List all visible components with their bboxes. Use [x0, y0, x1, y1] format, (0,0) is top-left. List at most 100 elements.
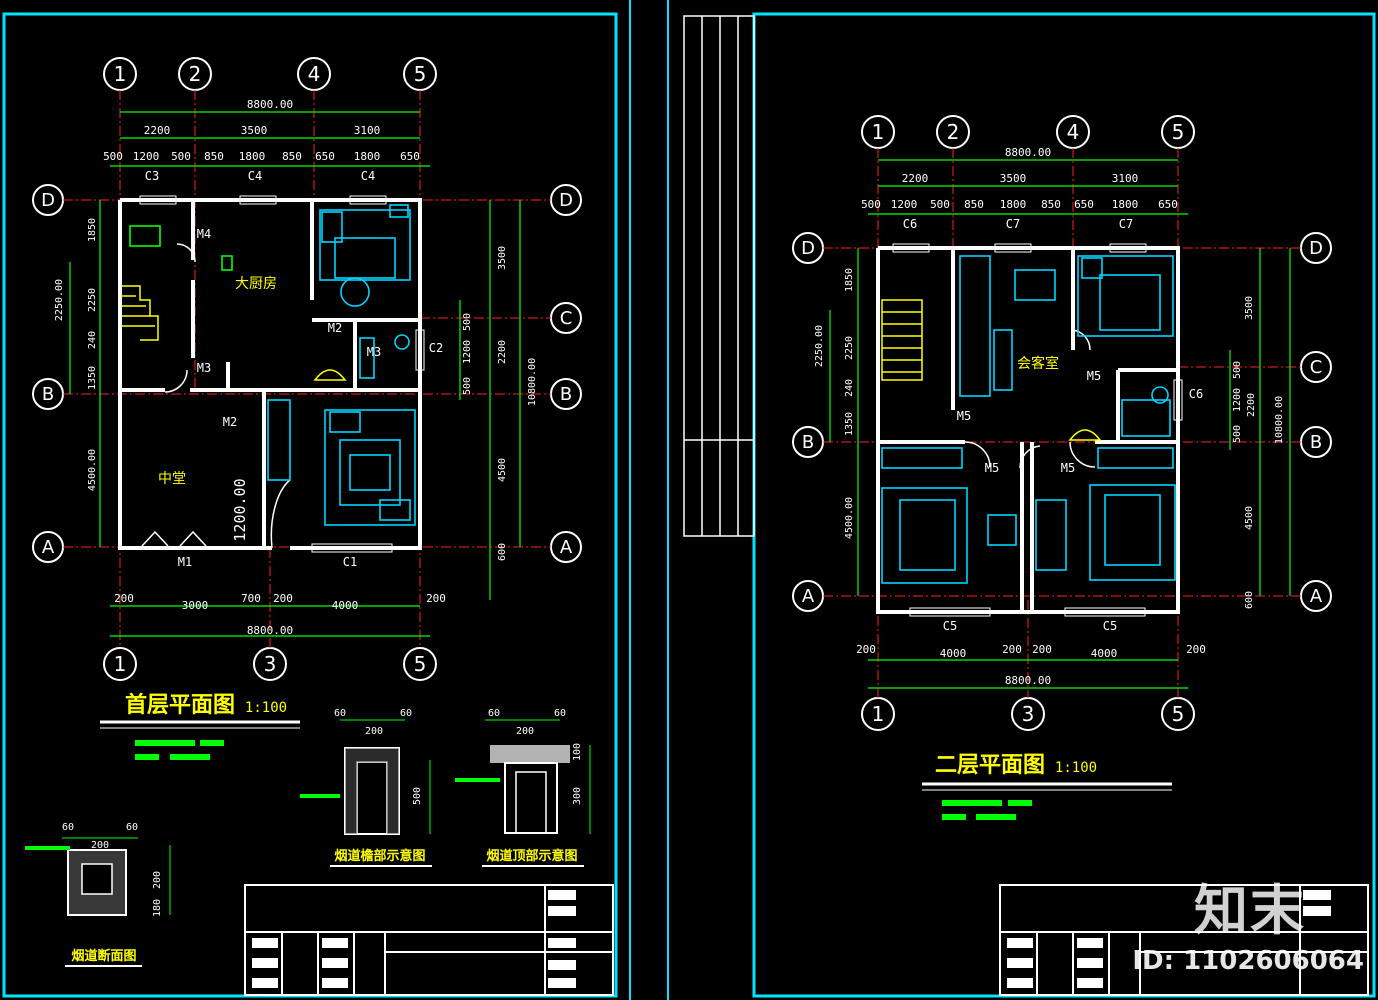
dim-text: 240 — [844, 379, 855, 397]
dim-text: 1800 — [239, 150, 266, 163]
axis-label: 1 — [872, 702, 885, 726]
axis-label: 4 — [1067, 120, 1080, 144]
axis-label: 1 — [872, 120, 885, 144]
detail-dim: 60 — [62, 822, 74, 833]
dim-text: 10800.00 — [1274, 396, 1285, 444]
detail-flue-top — [455, 719, 591, 834]
axis-label: A — [42, 537, 55, 558]
axis-label: A — [560, 537, 573, 558]
dim-text: 2200 — [497, 340, 508, 364]
dim-total: 8800.00 — [1005, 674, 1051, 687]
stair-floor1 — [122, 285, 159, 341]
axis-label: 5 — [1172, 120, 1185, 144]
axis-label: C — [560, 308, 573, 329]
dim-text: 500 — [930, 198, 950, 211]
window-label: C4 — [248, 169, 262, 183]
axis-label: C — [1310, 357, 1323, 378]
dim-text: 1200 — [133, 150, 160, 163]
axis-label: D — [1309, 238, 1323, 259]
room-label: 中堂 — [158, 471, 186, 487]
dim-text: 650 — [400, 150, 420, 163]
detail-dim: 60 — [400, 708, 412, 719]
dim-text: 650 — [1158, 198, 1178, 211]
axis-label: B — [560, 384, 572, 405]
binding-strip — [683, 15, 755, 537]
dim-text: 500 — [861, 198, 881, 211]
dim-text: 4000 — [332, 599, 359, 612]
dim-text: 500 — [462, 377, 473, 395]
detail-title: 烟道断面图 — [71, 948, 136, 964]
axis-label: D — [41, 190, 55, 211]
dim-text: 1200 — [891, 198, 918, 211]
axis-label: B — [802, 432, 814, 453]
axis-label: 5 — [414, 652, 427, 676]
dim-total: 8800.00 — [247, 98, 293, 111]
dim-text: 1200 — [1232, 388, 1243, 412]
door-label: M5 — [957, 409, 971, 423]
title-block-2 — [999, 884, 1369, 996]
dim-text: 700 — [241, 592, 261, 605]
window-label: C4 — [361, 169, 375, 183]
axis-label: A — [1310, 586, 1323, 607]
axis-label: A — [802, 586, 815, 607]
detail-dim: 200 — [516, 726, 534, 737]
detail-flue-eave — [300, 719, 431, 835]
dim-text: 850 — [964, 198, 984, 211]
dim-text: 1350 — [844, 412, 855, 436]
dim-text: 1200 — [462, 340, 473, 364]
dim-text: 2250 — [87, 288, 98, 312]
detail-dim: 60 — [488, 708, 500, 719]
dim-text: 3500 — [1244, 296, 1255, 320]
door-label: M3 — [367, 345, 381, 359]
detail-dim: 500 — [412, 787, 423, 805]
dim-text: 600 — [497, 543, 508, 561]
dim-text: 500 — [1232, 361, 1243, 379]
detail-dim: 200 — [91, 840, 109, 851]
axis-label: D — [801, 238, 815, 259]
axis-label: 4 — [308, 62, 321, 86]
axis-label: 2 — [189, 62, 202, 86]
dim-text: 200 — [856, 643, 876, 656]
axis-lines — [823, 148, 1301, 698]
door-swings — [141, 243, 291, 549]
window-label: C1 — [343, 555, 357, 569]
dim-text: 3100 — [1112, 172, 1139, 185]
dim-text: 200 — [114, 592, 134, 605]
window-label: C7 — [1006, 217, 1020, 231]
dim-text: 4500 — [1244, 506, 1255, 530]
dim-text: 2200 — [1246, 393, 1257, 417]
axis-label: D — [559, 190, 573, 211]
dim-text: 600 — [1244, 591, 1255, 609]
dim-text: 4000 — [1091, 647, 1118, 660]
sheet2-scale: 1:100 — [1055, 760, 1097, 776]
window-label: C6 — [1189, 387, 1203, 401]
detail-dim: 200 — [365, 726, 383, 737]
window-label: C5 — [1103, 619, 1117, 633]
detail-flue-section — [25, 837, 171, 916]
detail-dim: 200 — [152, 871, 163, 889]
windows-floor1 — [139, 195, 425, 553]
dim-text: 200 — [1002, 643, 1022, 656]
dim-text: 500 — [103, 150, 123, 163]
door-label: M3 — [197, 361, 211, 375]
axis-label: B — [42, 384, 54, 405]
axis-bubbles-top — [103, 57, 437, 91]
dim-text: 850 — [204, 150, 224, 163]
furniture-floor2 — [881, 255, 1176, 584]
dim-text: 500 — [171, 150, 191, 163]
area-notes — [942, 800, 1032, 820]
watermark-logo: 知末 — [1194, 879, 1306, 942]
door-swings — [964, 329, 1096, 469]
dim-text: 2200 — [144, 124, 171, 137]
title-block-fills — [252, 890, 576, 988]
door-label: M5 — [1061, 461, 1075, 475]
door-label: M1 — [178, 555, 192, 569]
axis-label: 5 — [1172, 702, 1185, 726]
dim-text: 3500 — [497, 246, 508, 270]
dim-text: 200 — [1032, 643, 1052, 656]
dim-text: 1800 — [1000, 198, 1027, 211]
room-label: 会客室 — [1017, 355, 1059, 372]
detail-dim: 180 — [152, 899, 163, 917]
door-label: M2 — [223, 415, 237, 429]
dim-text: 650 — [1074, 198, 1094, 211]
